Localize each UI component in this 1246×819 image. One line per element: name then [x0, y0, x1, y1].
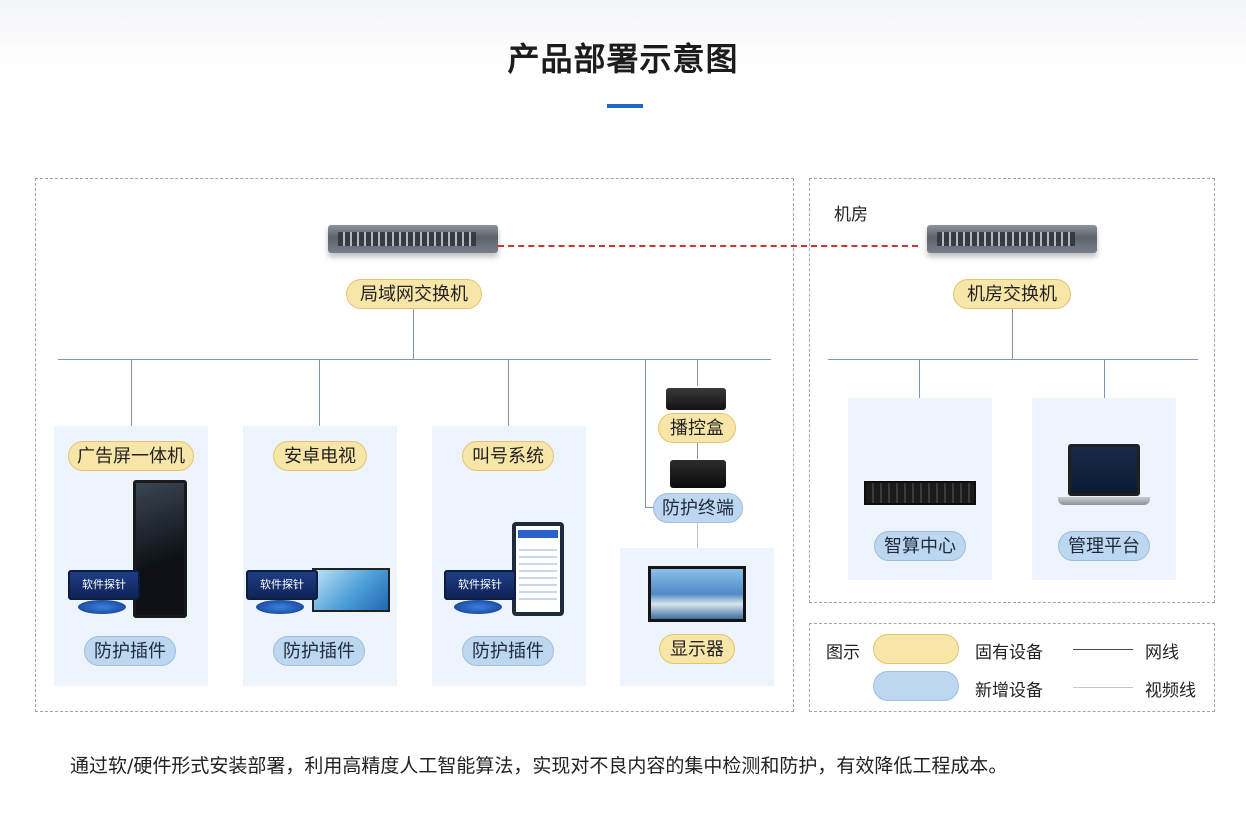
compute-center-label: 智算中心 — [874, 531, 966, 561]
management-platform-label: 管理平台 — [1058, 531, 1150, 561]
legend-new-label: 新增设备 — [975, 681, 1043, 701]
plugin-label: 防护插件 — [84, 636, 176, 666]
drop-line — [919, 360, 920, 398]
legend-video-line — [1073, 687, 1133, 688]
display-monitor-icon — [648, 566, 746, 622]
probe-label: 软件探针 — [444, 570, 516, 600]
laptop-icon — [1068, 444, 1140, 496]
legend-video-label: 视频线 — [1145, 681, 1196, 701]
room-switch-label: 机房交换机 — [953, 279, 1071, 309]
drop-line — [645, 360, 646, 507]
plugin-label: 防护插件 — [273, 636, 365, 666]
plugin-label: 防护插件 — [462, 636, 554, 666]
protection-terminal-icon — [670, 460, 726, 488]
room-switch-icon — [927, 225, 1097, 253]
probe-label: 软件探针 — [246, 570, 318, 600]
software-probe-icon: 软件探针 — [62, 570, 142, 616]
lan-switch-uplink — [413, 309, 414, 360]
box-to-terminal-line — [697, 443, 698, 459]
ad-screen-kiosk-icon — [133, 480, 187, 618]
video-line — [697, 523, 698, 548]
drop-line — [697, 360, 698, 386]
room-switch-uplink — [1012, 309, 1013, 360]
device-label: 叫号系统 — [462, 441, 554, 471]
set-top-box-icon — [666, 388, 726, 410]
drop-line — [1104, 360, 1105, 398]
legend-swatch-new — [873, 671, 959, 701]
lan-switch-icon — [328, 225, 498, 253]
switch-interconnect-line — [498, 245, 918, 247]
protection-terminal-label: 防护终端 — [653, 493, 743, 523]
legend-title: 图示 — [826, 643, 860, 663]
laptop-base-icon — [1058, 497, 1150, 505]
legend-network-line — [1073, 649, 1133, 650]
lan-switch-label: 局域网交换机 — [346, 279, 482, 309]
drop-line — [319, 360, 320, 426]
set-top-box-label: 播控盒 — [658, 413, 736, 443]
software-probe-icon: 软件探针 — [240, 570, 320, 616]
room-bus-line — [828, 359, 1198, 360]
legend-network-label: 网线 — [1145, 643, 1179, 663]
drop-line — [508, 360, 509, 426]
software-probe-icon: 软件探针 — [438, 570, 518, 616]
device-label: 安卓电视 — [273, 441, 367, 471]
legend-fixed-label: 固有设备 — [975, 643, 1043, 663]
terminal-branch-line — [645, 507, 657, 508]
left-deployment-frame — [35, 178, 794, 712]
probe-label: 软件探针 — [68, 570, 140, 600]
lan-bus-line — [58, 359, 771, 360]
server-rack-icon — [864, 481, 976, 505]
device-label: 广告屏一体机 — [68, 441, 194, 471]
android-tv-icon — [312, 568, 390, 612]
server-room-frame — [809, 178, 1215, 603]
title-underline — [607, 104, 643, 108]
drop-line — [131, 360, 132, 426]
queue-terminal-icon — [512, 522, 564, 616]
display-label: 显示器 — [659, 634, 735, 664]
page-title: 产品部署示意图 — [507, 40, 739, 78]
legend-frame — [809, 623, 1215, 712]
caption-text: 通过软/硬件形式安装部署，利用高精度人工智能算法，实现对不良内容的集中检测和防护… — [70, 755, 1008, 777]
server-room-label: 机房 — [834, 205, 868, 225]
legend-swatch-fixed — [873, 634, 959, 664]
